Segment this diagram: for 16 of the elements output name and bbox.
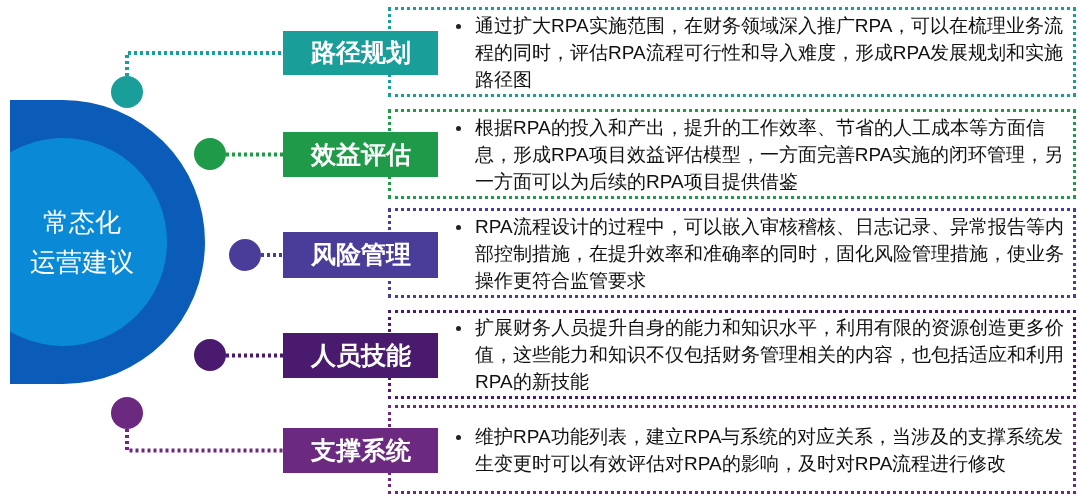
description-text: 根据RPA的投入和产出，提升的工作效率、节省的人工成本等方面信息，形成RPA项目效益评估模型，一方面完善RPA实施的闭环管理，另一方面可以为后续的RPA项目提供借鉴 [475,115,1065,194]
center-label: 常态化运营建议 [30,206,136,279]
description-text: 通过扩大RPA实施范围，在财务领域深入推广RPA，可以在梳理业务流程的同时，评估RPA流程可行性和导入难度，形成RPA发展规划和实施路径图 [475,13,1065,92]
dotted-connector [226,152,283,157]
description-text: 维护RPA功能列表，建立RPA与系统的对应关系，当涉及的支撑系统发生变更时可以有效评估对RPA的影响，及时对RPA流程进行修改 [475,424,1065,476]
title-box: 人员技能 [283,333,438,378]
dotted-connector [261,253,283,257]
description-text: 扩展财务人员提升自身的能力和知识水平，利用有限的资源创造更多价值，这些能力和知识不仅包括财务管理相关的内容，也包括适应和利用RPA的新技能 [475,316,1065,394]
dotted-connector [125,51,283,76]
title-box: 支撑系统 [283,428,438,473]
description-text: RPA流程设计的过程中，可以嵌入审核稽核、日志记录、异常报告等内部控制措施，在提升效率和准确率的同时，固化风险管理措施，使业务操作更符合监管要求 [475,214,1065,293]
title-box: 效益评估 [283,132,438,177]
dotted-connector [226,353,283,358]
title-box: 风险管理 [283,232,438,278]
dotted-connector [125,429,283,453]
title-box: 路径规划 [283,31,438,75]
